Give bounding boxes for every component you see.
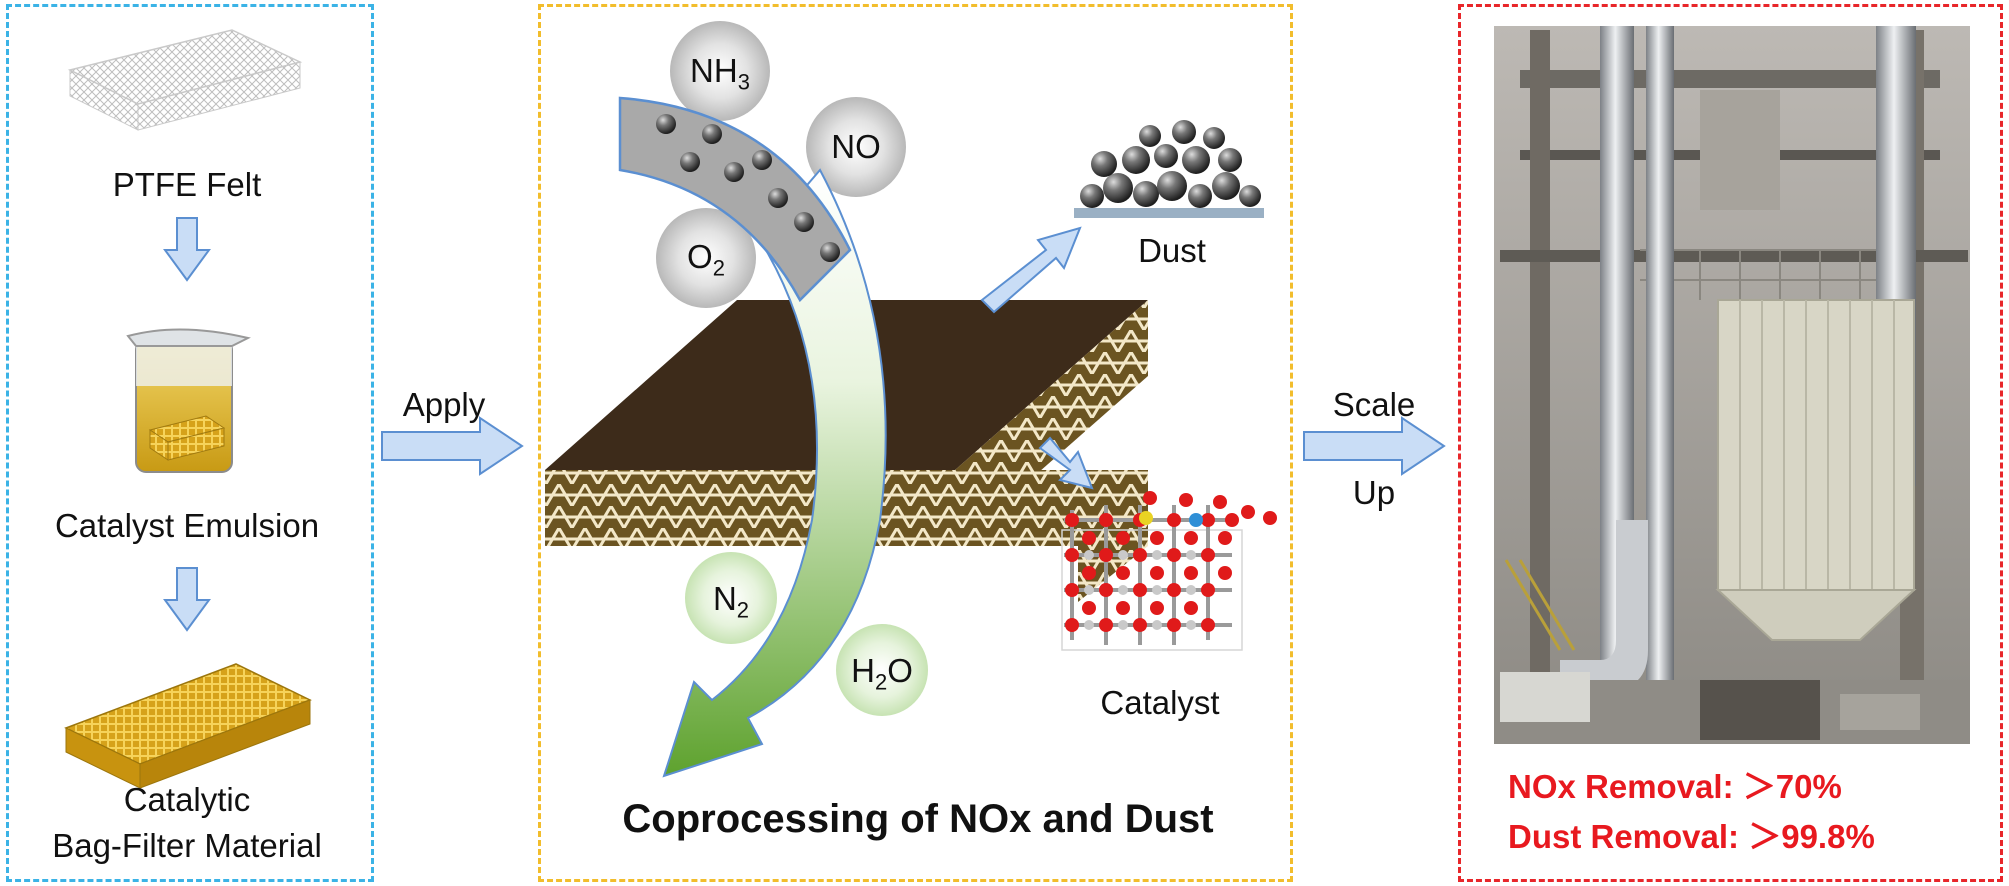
- n2-bubble: [685, 552, 777, 644]
- dust-particles: [656, 114, 840, 262]
- up-label: Up: [1352, 474, 1396, 511]
- nh3-label: NH3: [690, 52, 750, 95]
- dust-label: Dust: [1138, 232, 1206, 269]
- o2-bubble: [656, 208, 756, 308]
- dust-pile-icon: [1074, 120, 1264, 218]
- coprocessing-panel: [538, 4, 1293, 882]
- ptfe-felt-icon: [67, 29, 303, 131]
- dust-stream-band: [618, 96, 852, 303]
- down-arrow-icon: [163, 567, 211, 632]
- apply-arrow-icon: [381, 416, 524, 476]
- bag-filter-material-label: Bag-Filter Material: [52, 827, 322, 864]
- flow-arrow-icon: [662, 168, 887, 778]
- to-catalyst-arrow-icon: [1038, 436, 1094, 490]
- no-label: NO: [831, 128, 881, 165]
- left-process-panel: [6, 4, 374, 882]
- to-dust-arrow-icon: [980, 226, 1082, 314]
- n2-label: N2: [712, 580, 750, 623]
- catalyst-structure-icon: [1061, 491, 1277, 651]
- catalytic-material-icon: [64, 663, 312, 789]
- nh3-bubble: [670, 21, 770, 121]
- catalytic-label: Catalytic: [123, 781, 251, 818]
- h2o-bubble: [836, 624, 928, 716]
- scale-up-arrow-icon: [1303, 416, 1446, 476]
- ptfe-felt-label: PTFE Felt: [112, 166, 262, 203]
- industrial-plant-photo: [1494, 26, 1970, 744]
- nox-removal-text: NOx Removal: ＞70%: [1508, 768, 1842, 805]
- beaker-icon: [126, 328, 251, 473]
- catalyst-label: Catalyst: [1100, 684, 1220, 721]
- dust-removal-text: Dust Removal: ＞99.8%: [1508, 818, 1875, 855]
- no-bubble: [806, 97, 906, 197]
- apply-label: Apply: [402, 386, 486, 423]
- o2-label: O2: [687, 238, 725, 281]
- down-arrow-icon: [163, 217, 211, 282]
- scale-up-panel: [1458, 4, 2003, 882]
- h2o-label: H2O: [851, 652, 913, 695]
- coprocessing-caption: Coprocessing of NOx and Dust: [622, 797, 1214, 841]
- scale-label: Scale: [1332, 386, 1416, 423]
- catalyst-emulsion-label: Catalyst Emulsion: [54, 507, 320, 544]
